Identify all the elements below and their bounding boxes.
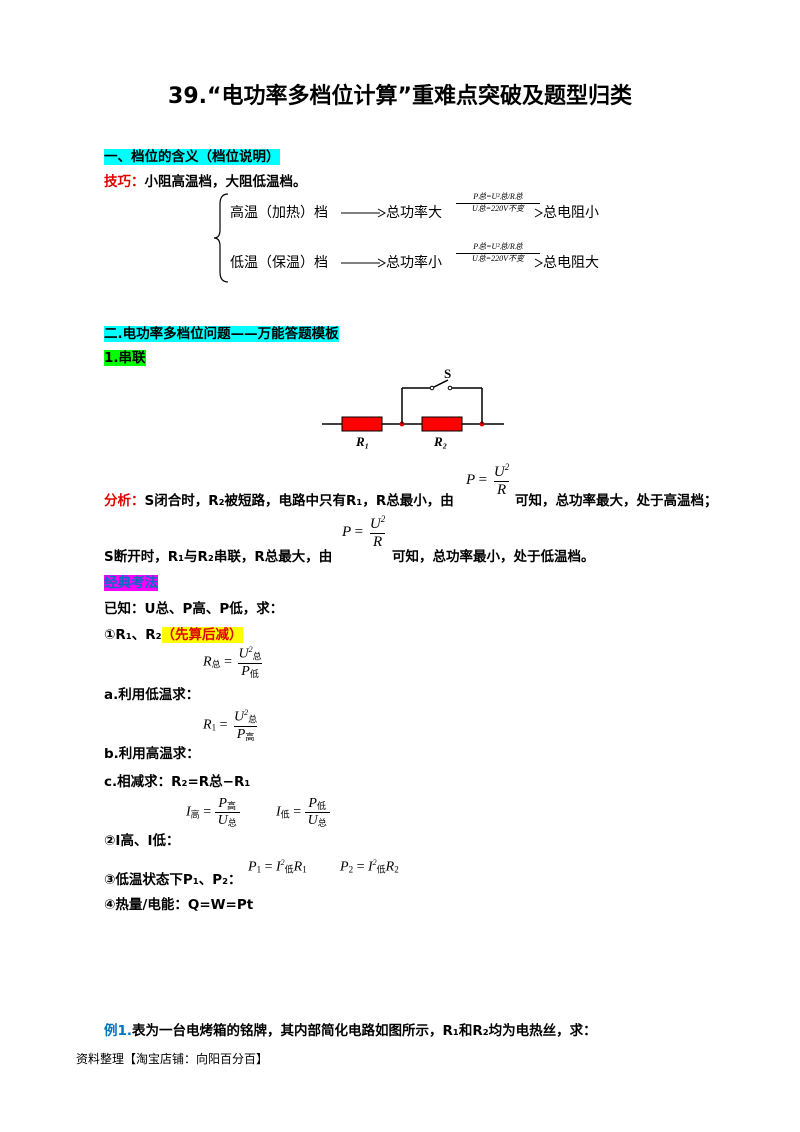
high-mode-row: 高温（加热）档 (230, 202, 328, 222)
high-result1: 总功率大 (386, 205, 442, 221)
c-label: c.相减求：R₂=R总−R₁ (104, 774, 251, 790)
low-mode-row: 低温（保温）档 (230, 252, 328, 272)
item4-label: ④热量/电能：Q=W=Pt (104, 897, 254, 913)
example-label: 例1. (104, 1023, 133, 1039)
low-cond-bottom: U总=220V不变 (471, 254, 525, 263)
r2-label: R₂ (433, 434, 447, 449)
item2-label: ②I高、I低： (104, 833, 180, 849)
arrow-head-icon (534, 258, 544, 268)
known-line: 已知：U总、P高、P低，求： (104, 601, 284, 617)
classic-wrap: 经典考法 (104, 571, 158, 591)
high-result2: 总电阻小 (543, 205, 599, 221)
section2-heading: 二.电功率多档位问题——万能答题模板 (104, 326, 339, 342)
series-circuit-diagram: S R₁ R₂ (322, 366, 504, 449)
sub1-wrap: 1.串联 (104, 346, 146, 366)
item1-label: ①R₁、R₂ (104, 627, 162, 643)
analysis-line-2-tail: 可知，总功率最小，处于低温档。 (392, 549, 595, 565)
example-line: 例1.表为一台电烤箱的铭牌，其内部简化电路如图所示，R₁和R₂均为电热丝，求： (104, 1019, 597, 1039)
analysis-line-1: 分析：S闭合时，R₂被短路，电路中只有R₁，R总最小，由 (104, 489, 454, 509)
low-result2: 总电阻大 (543, 255, 599, 271)
low-condition: P总=U²总/R总 U总=220V不变 (456, 242, 540, 264)
arrow-head-icon (534, 208, 544, 218)
item1-note: （先算后减） (161, 627, 243, 643)
resistor-r2-icon (421, 416, 463, 432)
tip-label: 技巧： (104, 174, 145, 190)
high-mode-label: 高温（加热）档 (230, 205, 328, 221)
item1-line: ①R₁、R₂（先算后减） (104, 623, 243, 643)
footer-note: 资料整理【淘宝店铺：向阳百分百】 (76, 1052, 269, 1066)
high-condition: P总=U²总/R总 U总=220V不变 (456, 192, 540, 214)
low-mode-label: 低温（保温）档 (230, 255, 328, 271)
p1-formula: P1 = I2低R1 (248, 858, 307, 875)
analysis-line-1-tail: 可知，总功率最大，处于高温档； (515, 493, 718, 509)
page-title: 39.“电功率多档位计算”重难点突破及题型归类 (168, 84, 632, 109)
resistor-r1-icon (341, 416, 383, 432)
arrow-icon (341, 208, 386, 218)
tip-line: 技巧：小阻高温档，大阻低温档。 (104, 170, 307, 190)
p2-formula: P2 = I2低R2 (340, 858, 399, 875)
switch-icon (431, 379, 449, 389)
series-subheading: 1.串联 (104, 350, 146, 366)
section2-heading-wrap: 二.电功率多档位问题——万能答题模板 (104, 322, 339, 342)
b-label: b.利用高温求： (104, 746, 200, 762)
low-cond-top: P总=U²总/R总 (473, 242, 523, 251)
low-result1: 总功率小 (386, 255, 442, 271)
section1-heading-wrap: 一、档位的含义（档位说明） (104, 145, 280, 165)
analysis-text-1: S闭合时，R₂被短路，电路中只有R₁，R总最小，由 (144, 493, 454, 509)
left-brace-icon (213, 193, 229, 283)
classic-tag: 经典考法 (104, 575, 158, 591)
high-cond-bottom: U总=220V不变 (471, 204, 525, 213)
a-label: a.利用低温求： (104, 687, 200, 703)
example-text: 表为一台电烤箱的铭牌，其内部简化电路如图所示，R₁和R₂均为电热丝，求： (132, 1023, 597, 1039)
item3-label: ③低温状态下P₁、P₂： (104, 872, 242, 888)
tip-text: 小阻高温档，大阻低温档。 (144, 174, 307, 190)
switch-label: S (444, 366, 451, 381)
high-cond-top: P总=U²总/R总 (473, 192, 523, 201)
gear-explanation-diagram: 高温（加热）档 总功率大 P总=U²总/R总 U总=220V不变 总电阻小 低温… (212, 192, 632, 284)
r1-label: R₁ (355, 434, 369, 449)
analysis-line-2: S断开时，R₁与R₂串联，R总最大，由 (104, 549, 333, 565)
analysis-label: 分析： (104, 493, 145, 509)
section1-heading: 一、档位的含义（档位说明） (104, 149, 280, 165)
arrow-icon (341, 258, 386, 268)
